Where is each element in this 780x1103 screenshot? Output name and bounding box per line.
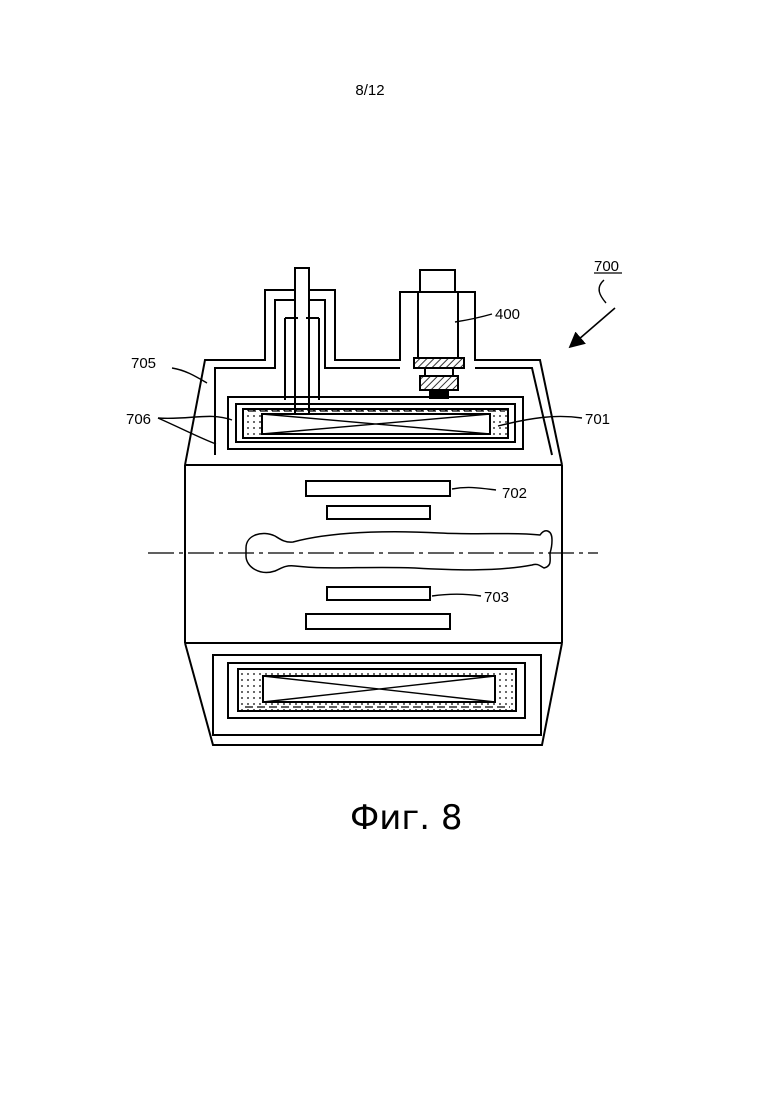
leader-706-b — [158, 418, 216, 444]
label-703: 703 — [484, 589, 509, 606]
label-706: 706 — [126, 411, 151, 428]
cryocooler-head — [420, 270, 455, 292]
leader-400 — [455, 314, 492, 322]
leader-702 — [452, 487, 496, 490]
figure-caption: Фиг. 8 — [350, 798, 462, 838]
upper-gradient-coil-outer — [306, 481, 450, 496]
cryocooler-body — [418, 292, 458, 358]
label-702: 702 — [502, 485, 527, 502]
cryocooler-stage — [425, 368, 453, 376]
label-700: 700 — [594, 258, 619, 275]
lower-gradient-coil-inner — [327, 587, 430, 600]
service-pipe-inner — [285, 318, 319, 400]
label-701: 701 — [585, 411, 610, 428]
cryocooler-contact — [430, 392, 448, 398]
label-400: 400 — [495, 306, 520, 323]
squiggle-700 — [599, 280, 606, 303]
lower-gradient-coil-outer — [306, 614, 450, 629]
arrow-700 — [571, 308, 615, 346]
label-705: 705 — [131, 355, 156, 372]
leader-706-a — [158, 416, 232, 420]
leader-703 — [432, 594, 481, 596]
cryocooler-flange — [414, 358, 464, 368]
patient-outline — [246, 531, 552, 573]
upper-gradient-coil-inner — [327, 506, 430, 519]
cryocooler-coldhead — [420, 376, 458, 390]
leader-701 — [498, 416, 582, 426]
